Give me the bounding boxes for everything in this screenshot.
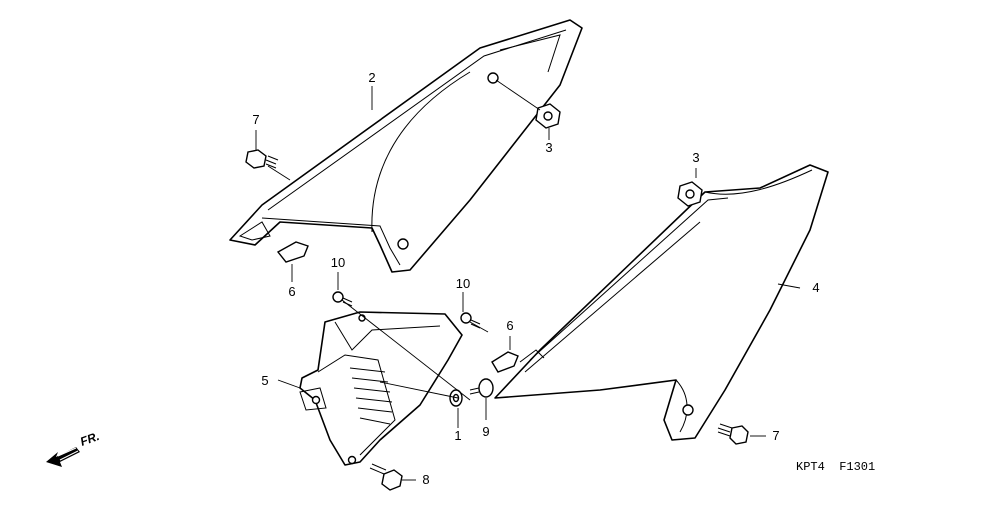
callout-6-right: 6 [506,318,513,333]
side-cover-left [229,19,583,273]
screw-10-right [460,312,481,329]
callout-5: 5 [261,373,268,388]
callout-4: 4 [812,280,819,295]
callout-2: 2 [368,70,375,85]
side-cover-right [494,164,829,441]
grommet-6-left [276,241,309,263]
callout-1: 1 [454,428,461,443]
front-direction-arrow-icon [46,447,80,467]
collar-9 [469,378,494,398]
grommet-6-right [491,351,519,373]
front-indicator-label: FR. [78,429,101,449]
bolt-7-upper [245,149,279,169]
nut-3-upper [535,103,561,129]
callout-9: 9 [482,424,489,439]
callout-6-left: 6 [288,284,295,299]
nut-3-right [677,181,703,207]
callout-3-right: 3 [692,150,699,165]
callout-10-left: 10 [331,255,345,270]
callout-3-upper: 3 [545,140,552,155]
drawing-code: KPT4 F1301 [796,460,875,474]
callout-8: 8 [422,472,429,487]
callout-10-right: 10 [456,276,470,291]
bolt-7-lower [717,423,749,445]
callout-7-upper: 7 [252,112,259,127]
screw-10-left [332,291,353,307]
air-cleaner-cover [299,311,463,466]
bolt-8 [369,463,403,491]
leader-lines [255,79,801,481]
callout-7-lower: 7 [772,428,779,443]
